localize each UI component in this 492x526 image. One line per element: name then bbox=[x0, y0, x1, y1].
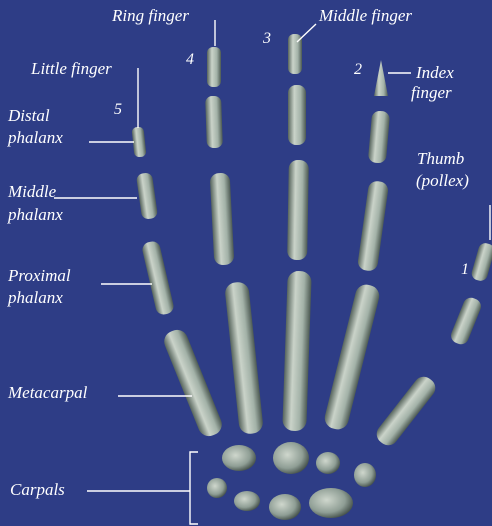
proximal-phalanx-label-line1: Proximal bbox=[8, 266, 71, 286]
thumb-bones bbox=[373, 242, 492, 450]
ring-distal-phalanx bbox=[207, 47, 221, 87]
ring-middle-phalanx bbox=[205, 96, 223, 149]
carpals-bracket bbox=[190, 452, 198, 524]
index-proximal-phalanx bbox=[357, 180, 389, 272]
proximal-phalanx-label-line2: phalanx bbox=[8, 288, 63, 308]
digit-number-little: 5 bbox=[114, 101, 122, 119]
little-finger-bones bbox=[131, 126, 225, 439]
index-middle-phalanx bbox=[368, 110, 390, 163]
digit-number-middle: 3 bbox=[263, 30, 271, 48]
carpal-bone bbox=[354, 463, 376, 487]
index-finger-label-line1: Index bbox=[416, 63, 454, 83]
distal-phalanx-label-line2: phalanx bbox=[8, 128, 63, 148]
middle-phalanx-label-line2: phalanx bbox=[8, 205, 63, 225]
middle-middle-phalanx bbox=[288, 85, 306, 145]
thumb-label-line1: Thumb bbox=[417, 149, 464, 169]
digit-number-thumb: 1 bbox=[461, 261, 469, 279]
little-proximal-phalanx bbox=[141, 240, 175, 316]
ring-finger-bones bbox=[205, 47, 264, 435]
index-finger-label-line2: finger bbox=[411, 83, 452, 103]
thumb-label-line2: (pollex) bbox=[416, 171, 469, 191]
carpal-bone bbox=[316, 452, 340, 474]
middle-finger-bones bbox=[282, 34, 312, 431]
ring-metacarpal bbox=[224, 281, 264, 435]
little-metacarpal bbox=[161, 327, 225, 440]
thumb-distal-phalanx bbox=[470, 242, 492, 283]
carpal-bone bbox=[309, 488, 353, 518]
index-metacarpal bbox=[322, 282, 381, 431]
ring-proximal-phalanx bbox=[210, 173, 235, 266]
digit-number-ring: 4 bbox=[186, 51, 194, 69]
little-middle-phalanx bbox=[136, 172, 158, 220]
middle-finger-label: Middle finger bbox=[319, 6, 412, 26]
index-finger-bones bbox=[322, 60, 390, 432]
middle-phalanx-label-line1: Middle bbox=[8, 182, 56, 202]
middle-metacarpal bbox=[282, 271, 312, 432]
ring-finger-label: Ring finger bbox=[112, 6, 189, 26]
little-finger-label: Little finger bbox=[31, 59, 112, 79]
carpal-bones bbox=[207, 442, 376, 520]
carpals-label: Carpals bbox=[10, 480, 65, 500]
middle-proximal-phalanx bbox=[287, 160, 309, 260]
distal-phalanx-label-line1: Distal bbox=[8, 106, 50, 126]
carpal-bone bbox=[222, 445, 256, 471]
carpal-bone bbox=[273, 442, 309, 474]
leader-line-middle-finger bbox=[297, 24, 316, 42]
thumb-metacarpal bbox=[373, 373, 440, 450]
carpal-bone bbox=[234, 491, 260, 511]
index-distal-phalanx bbox=[374, 60, 388, 96]
carpal-bone bbox=[269, 494, 301, 520]
thumb-proximal-phalanx bbox=[449, 295, 484, 346]
carpal-bone bbox=[207, 478, 227, 498]
digit-number-index: 2 bbox=[354, 61, 362, 79]
metacarpal-label: Metacarpal bbox=[8, 383, 87, 403]
